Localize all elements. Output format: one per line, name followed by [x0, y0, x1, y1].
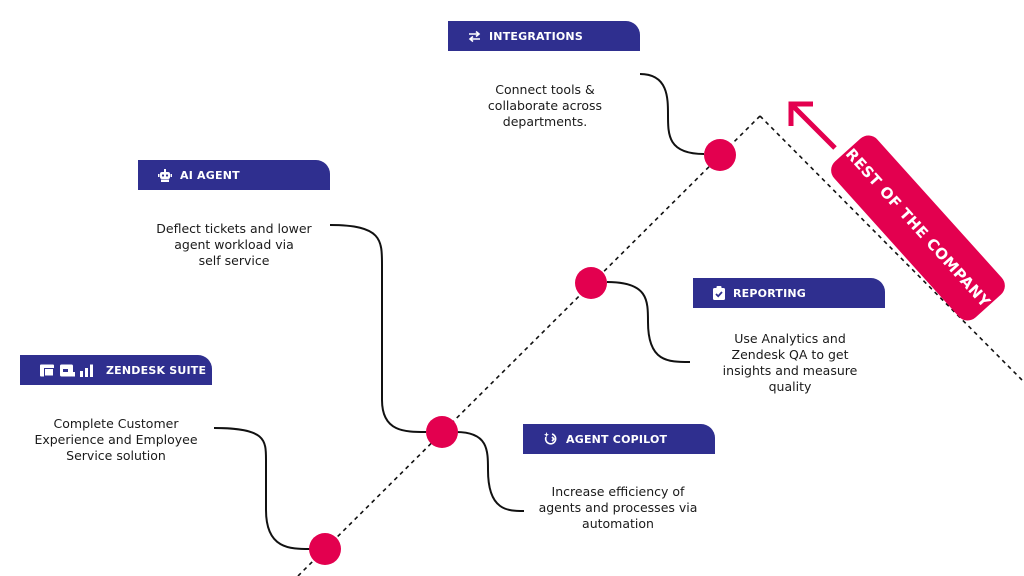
connector-zendesk-suite [213, 427, 311, 550]
suite-icons [40, 364, 98, 377]
zendesk-suite-title: ZENDESK SUITE [106, 363, 207, 377]
agent-copilot-title: AGENT COPILOT [566, 432, 668, 446]
dotted-path-descending [759, 115, 1023, 381]
node-integrations [704, 139, 736, 171]
zendesk-suite-description: Complete Customer Experience and Employe… [34, 416, 198, 463]
arrow-up-left-icon [788, 101, 837, 150]
connector-ai-agent [329, 224, 427, 433]
agent-copilot-tag: AGENT COPILOT [523, 424, 715, 454]
node-ai-agent [426, 416, 458, 448]
integrations-tag: INTEGRATIONS [448, 21, 640, 51]
reporting-title: REPORTING [733, 286, 807, 300]
ai-agent-title: AI AGENT [180, 168, 240, 182]
reporting-description: Use Analytics and Zendesk QA to get insi… [722, 331, 858, 394]
sparkle-icon [543, 432, 558, 446]
clipboard-check-icon [713, 286, 725, 300]
robot-icon [158, 168, 172, 182]
connector-agent-copilot [455, 431, 525, 512]
link-arrows-icon [468, 30, 481, 43]
integrations-title: INTEGRATIONS [489, 29, 583, 43]
node-reporting [575, 267, 607, 299]
reporting-tag: REPORTING [693, 278, 885, 308]
node-zendesk-suite [309, 533, 341, 565]
integrations-description: Connect tools & collaborate across depar… [487, 82, 603, 129]
agent-copilot-description: Increase efficiency of agents and proces… [538, 484, 698, 531]
ai-agent-tag: AI AGENT [138, 160, 330, 190]
ai-agent-description: Deflect tickets and lower agent workload… [156, 221, 312, 268]
zendesk-suite-tag: ZENDESK SUITE [20, 355, 212, 385]
connector-reporting [606, 281, 691, 363]
connector-integrations [639, 73, 705, 155]
